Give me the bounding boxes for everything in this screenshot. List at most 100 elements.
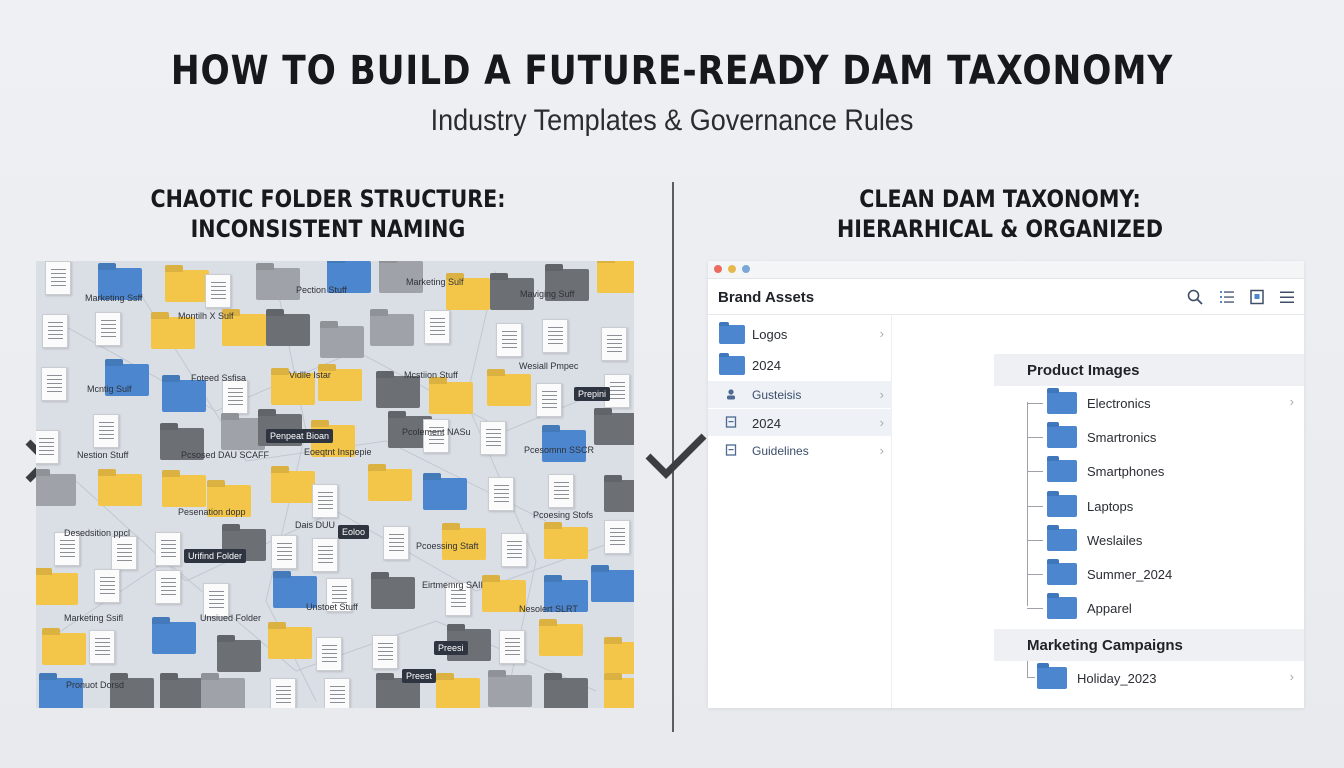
folder-icon [371,577,415,609]
comparison-divider [672,182,674,732]
chaotic-caption-line-1: CHAOTIC FOLDER STRUCTURE: [150,185,506,213]
folder-icon [719,322,745,344]
sidebar-item-guidelines[interactable]: Guidelines › [708,437,892,464]
sidebar-item-label: 2024 [752,416,781,431]
tree-item-label: Apparel [1087,601,1132,616]
chaotic-caption: CHAOTIC FOLDER STRUCTURE: INCONSISTENT N… [146,184,511,244]
document-icon [89,630,115,664]
list-view-icon[interactable] [1218,288,1236,306]
folder-icon [1047,593,1077,619]
window-titlebar [708,261,1304,279]
document-icon [372,635,398,669]
tree-item-electronics[interactable]: Electronics › [994,388,1304,418]
document-icon [725,416,737,428]
check-mark-icon [645,433,707,479]
tree-item-holiday-2023[interactable]: Holiday_2023 › [994,663,1304,693]
folder-icon [222,314,266,346]
messy-folder-label: Eirtmemrg SAII [422,580,484,590]
section-marketing-campaigns[interactable]: Marketing Campaigns [994,629,1304,661]
sidebar-item-gusteisis[interactable]: Gusteisis › [708,381,892,408]
search-icon[interactable] [1186,288,1204,306]
folder-icon [256,268,300,300]
chevron-right-icon: › [879,326,884,341]
chaotic-caption-line-2: INCONSISTENT NAMING [190,215,466,243]
window-title: Brand Assets [718,289,815,306]
chevron-right-icon: › [1289,394,1294,409]
folder-icon [110,678,154,708]
folder-icon [544,527,588,559]
folder-icon [591,570,634,602]
folder-icon [266,314,310,346]
page-title: HOW TO BUILD A FUTURE-READY DAM TAXONOMY [170,48,1174,94]
tree-item-label: Summer_2024 [1087,567,1173,582]
messy-folder-label: Vidlle Istar [289,370,331,380]
document-icon [488,477,514,511]
folder-icon [490,278,534,310]
clean-caption-line-1: CLEAN DAM TAXONOMY: [859,185,1141,213]
folder-icon [36,573,78,605]
sidebar-item-2024[interactable]: 2024 [708,351,892,378]
document-icon [445,582,471,616]
tree-item-smartphones[interactable]: Smartphones [994,456,1304,486]
window-maximize-button[interactable] [742,265,750,273]
folder-icon [151,317,195,349]
folder-icon [1047,422,1077,448]
messy-folder-label: Pronuot Dorsd [66,680,125,690]
folder-icon [719,353,745,375]
tree-connector [1027,402,1028,606]
messy-folder-label: Marketing Ssifl [64,613,124,623]
messy-folder-tag: Preesi [434,641,468,655]
folder-icon [604,480,634,512]
folder-icon [162,380,206,412]
folder-icon [98,268,142,300]
messy-folder-label: Pesenation dopp [178,507,246,517]
grid-view-icon[interactable] [1248,288,1266,306]
document-icon [222,380,248,414]
sidebar-item-label: 2024 [752,358,781,373]
messy-folder-tag: Preest [402,669,437,683]
document-icon [94,569,120,603]
tree-item-label: Electronics [1087,396,1151,411]
document-icon [326,578,352,612]
folder-icon [594,413,634,445]
folder-icon [604,642,634,674]
document-icon [271,535,297,569]
tree-item-apparel[interactable]: Apparel [994,593,1304,623]
page-subtitle: Industry Templates & Governance Rules [430,104,914,137]
folder-icon [379,261,423,293]
document-icon [480,421,506,455]
messy-folder-tag: Urifind Folder [184,549,247,563]
tree-item-label: Smartphones [1087,464,1165,479]
sidebar-item-logos[interactable]: Logos › [708,320,892,347]
window-close-button[interactable] [714,265,722,273]
folder-icon [39,678,83,708]
messy-folder-label: Pcoessing Staft [416,541,479,551]
menu-icon[interactable] [1278,288,1296,306]
folder-icon [152,622,196,654]
tree-item-smartronics[interactable]: Smartronics [994,422,1304,452]
document-icon [423,419,449,453]
folder-icon [160,428,204,460]
section-product-images[interactable]: Product Images [994,354,1304,386]
tree-item-weslailes[interactable]: Weslailes [994,525,1304,555]
folder-icon [597,261,634,293]
messy-folder-label: Pcsosed DAU SCAFF [181,450,270,460]
clean-caption: CLEAN DAM TAXONOMY: HIERARHICAL & ORGANI… [818,184,1183,244]
folder-icon [376,376,420,408]
window-minimize-button[interactable] [728,265,736,273]
folder-icon [273,576,317,608]
folder-icon [376,678,420,708]
tree-item-summer-2024[interactable]: Summer_2024 [994,559,1304,589]
folder-icon [429,382,473,414]
sidebar-item-2024-docs[interactable]: 2024 › [708,409,892,436]
tree-item-label: Laptops [1087,499,1134,514]
tree-item-label: Holiday_2023 [1077,671,1157,686]
folder-icon [542,430,586,462]
tree-item-laptops[interactable]: Laptops [994,491,1304,521]
messy-folder-tag: Prepini [574,387,611,401]
sidebar-item-label: Gusteisis [752,388,802,402]
messy-folder-label: Desedsition ppcl [64,528,131,538]
document-icon [270,678,296,708]
sidebar-item-label: Logos [752,327,788,342]
messy-folder-label: Pection Stuff [296,285,347,295]
